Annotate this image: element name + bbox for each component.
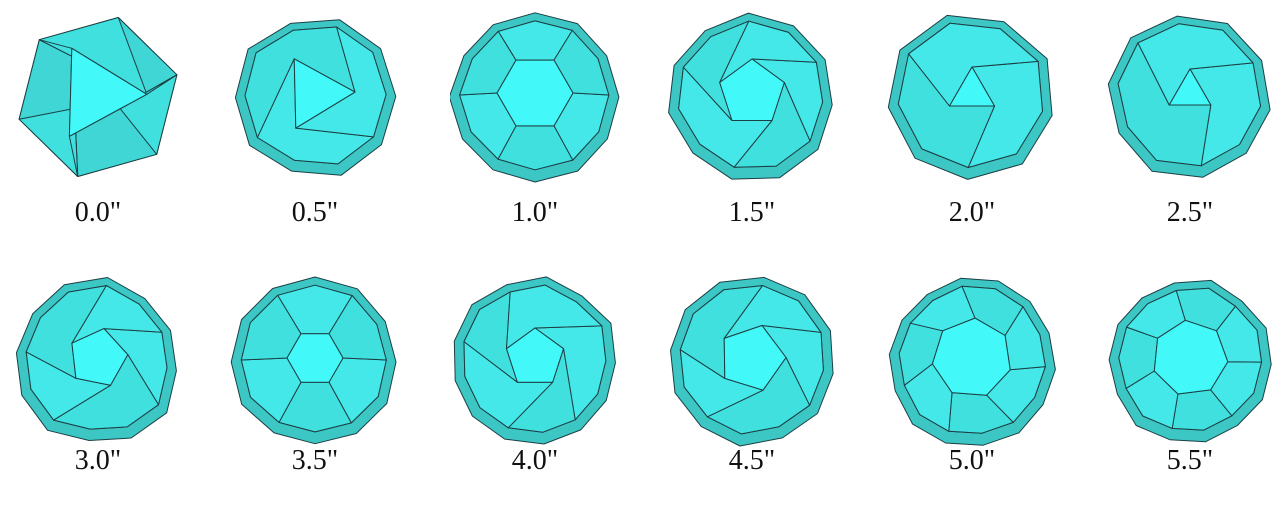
center-face bbox=[286, 333, 344, 383]
polyhedron-irregular-polyhedron bbox=[15, 277, 177, 441]
polyhedron-truncated-icosahedron-early bbox=[234, 19, 397, 176]
time-label: 1.0" bbox=[511, 197, 559, 228]
panel-triangular-top-polyhedron-small-facets: 2.5" bbox=[1105, 7, 1275, 247]
time-label: 3.5" bbox=[291, 445, 339, 476]
center-face bbox=[1153, 319, 1229, 395]
polyhedron-triangulated-polyhedron-fine bbox=[1108, 279, 1272, 443]
time-label: 0.0" bbox=[74, 197, 122, 228]
center-face bbox=[496, 59, 574, 127]
time-label: 5.0" bbox=[948, 445, 996, 476]
panel-irregular-polyhedron: 3.0" bbox=[13, 272, 183, 512]
center-face bbox=[931, 317, 1011, 396]
time-label: 0.5" bbox=[291, 197, 339, 228]
time-label: 1.5" bbox=[728, 197, 776, 228]
panel-triangular-top-polyhedron: 2.0" bbox=[887, 7, 1057, 247]
panel-mixed-polyhedron: 1.5" bbox=[667, 7, 837, 247]
center-face bbox=[719, 58, 785, 121]
polyhedron-mixed-polyhedron bbox=[668, 12, 833, 180]
panel-pentagonal-polyhedron: 3.5" bbox=[230, 272, 400, 512]
panel-icosahedron: 0.0" bbox=[13, 7, 183, 247]
panel-faceted-polyhedron: 4.5" bbox=[667, 272, 837, 512]
panel-pentagonal-polyhedron-split: 4.0" bbox=[450, 272, 620, 512]
polyhedron-triangular-top-polyhedron bbox=[887, 14, 1053, 180]
center-face bbox=[71, 328, 129, 386]
panel-triangulated-polyhedron: 5.0" bbox=[887, 272, 1057, 512]
polyhedron-triangular-top-polyhedron-small-facets bbox=[1107, 15, 1271, 178]
polyhedron-pentagonal-polyhedron bbox=[230, 276, 397, 445]
time-label: 5.5" bbox=[1166, 445, 1214, 476]
polyhedron-triangulated-polyhedron bbox=[888, 277, 1056, 446]
center-face bbox=[506, 327, 564, 383]
time-label: 3.0" bbox=[74, 445, 122, 476]
center-face bbox=[293, 58, 356, 129]
center-face bbox=[68, 47, 148, 137]
time-label: 2.0" bbox=[948, 197, 996, 228]
polyhedron-pentagonal-polyhedron-split bbox=[453, 276, 616, 445]
panel-triangulated-polyhedron-fine: 5.5" bbox=[1105, 272, 1275, 512]
time-label: 2.5" bbox=[1166, 197, 1214, 228]
panel-truncated-icosahedron-early: 0.5" bbox=[230, 7, 400, 247]
polyhedron-faceted-polyhedron bbox=[670, 276, 834, 447]
center-face bbox=[1168, 68, 1212, 106]
polyhedron-hexagonal-polyhedron bbox=[450, 12, 620, 183]
panel-hexagonal-polyhedron: 1.0" bbox=[450, 7, 620, 247]
center-face bbox=[723, 325, 787, 391]
time-label: 4.0" bbox=[511, 445, 559, 476]
polyhedron-icosahedron bbox=[18, 17, 178, 177]
center-face bbox=[949, 66, 995, 107]
time-label: 4.5" bbox=[728, 445, 776, 476]
